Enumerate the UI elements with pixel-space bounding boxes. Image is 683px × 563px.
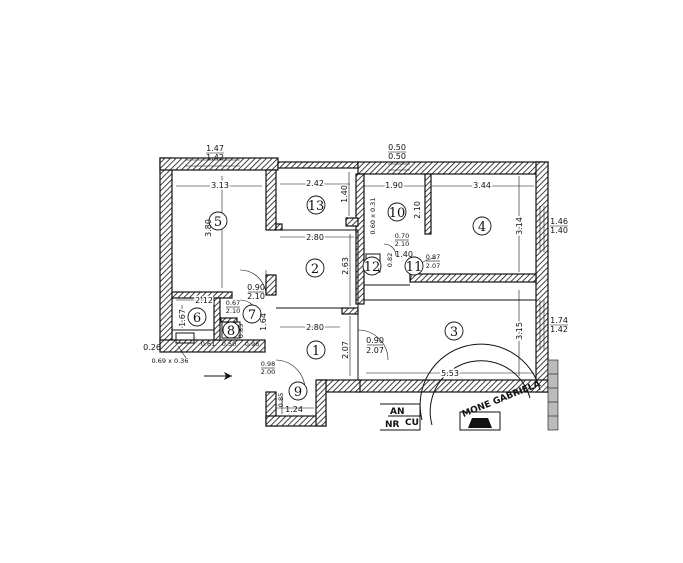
dim-right-win1-b: 1.40 (550, 226, 568, 235)
inner-lines (172, 159, 545, 380)
room-8-label: 8 (222, 321, 240, 339)
dim-right-win1-a: 1.46 (550, 217, 568, 226)
dim-bottom-a: 0.61 (201, 340, 215, 348)
svg-text:7: 7 (248, 308, 256, 323)
dim-r9-height: 0.85 (277, 393, 285, 407)
svg-text:9: 9 (294, 385, 302, 400)
svg-text:13: 13 (308, 199, 325, 214)
dim-r13-width: 2.42 (306, 179, 324, 188)
room-12-label: 12 (362, 256, 382, 276)
dim-right-win2-b: 1.42 (550, 325, 568, 334)
dim-r3-width: 5.53 (441, 369, 459, 378)
room-7-label: 7 (242, 304, 262, 324)
dim-door5-a: 0.90 (247, 283, 265, 292)
entry-arrow-icon (204, 372, 232, 380)
dim-left-edge: 0.26 (143, 343, 161, 352)
dim-right-win2-a: 1.74 (550, 316, 568, 325)
dim-r5-height: 3.80 (204, 219, 213, 237)
dim-r10-niche: 0.60 x 0.31 (369, 198, 377, 235)
dim-door3-a: 0.90 (366, 336, 384, 345)
walls (159, 157, 549, 427)
dimension-labels: 1.47 1.42 0.50 0.50 3.13 3.80 2.42 1.40 … (143, 143, 568, 414)
dim-bottom-c: 0.96 (245, 340, 259, 348)
dim-r10-width: 1.90 (385, 181, 403, 190)
dim-r4-height: 3.14 (515, 217, 524, 235)
svg-text:2: 2 (311, 262, 319, 277)
dim-door10-b: 2.10 (395, 240, 409, 248)
dim-door5-b: 2.10 (247, 292, 265, 301)
svg-text:6: 6 (193, 311, 201, 326)
dim-r4-width: 3.44 (473, 181, 491, 190)
dim-r6-width: 2.12 (195, 296, 213, 305)
svg-text:11: 11 (406, 260, 423, 275)
dim-door3-b: 2.07 (366, 346, 384, 355)
dim-entry-door-b: 2.00 (261, 368, 275, 376)
dim-door4-a: 0.87 (426, 253, 440, 261)
stamp-line-1: AN (390, 407, 405, 417)
room-5-label: 5 (208, 211, 228, 231)
dim-door4-b: 2.07 (426, 262, 440, 270)
stamp-line-2: CU (405, 418, 419, 428)
room-6-label: 6 (187, 307, 207, 327)
svg-text:8: 8 (227, 324, 235, 339)
room-13-label: 13 (306, 195, 326, 215)
room-11-label: 11 (404, 256, 424, 276)
dim-r1-width: 2.80 (306, 323, 324, 332)
dim-door10-a: 0.70 (395, 232, 409, 240)
dim-r7-height: 1.64 (259, 313, 268, 331)
svg-text:12: 12 (364, 260, 381, 275)
room-9-label: 9 (288, 381, 308, 401)
dim-r5-width: 3.13 (211, 181, 229, 190)
dim-r1-height: 2.07 (341, 341, 350, 359)
dim-r2-width-top: 2.80 (306, 233, 324, 242)
dim-top-right-win-a: 0.50 (388, 143, 406, 152)
dim-r6-height: 1.67 (178, 309, 187, 327)
dim-r9-width: 1.24 (285, 405, 303, 414)
dim-r11-width: 1.40 (395, 250, 413, 259)
dim-r3-height: 3.15 (515, 322, 524, 340)
room-1-label: 1 (306, 340, 326, 360)
room-10-label: 10 (387, 202, 407, 222)
dim-r8: 0.85 (237, 324, 245, 338)
dim-door7-a: 0.67 (226, 299, 240, 307)
room-4-label: 4 (472, 216, 492, 236)
dim-lines (176, 172, 534, 414)
svg-text:1: 1 (312, 344, 320, 359)
dim-r10-height: 2.10 (413, 201, 422, 219)
dim-r2-height: 2.63 (341, 257, 350, 275)
room-2-label: 2 (305, 258, 325, 278)
dim-top-right-win-b: 0.50 (388, 152, 406, 161)
room-3-label: 3 (444, 321, 464, 341)
svg-text:4: 4 (478, 220, 486, 235)
dim-door7-b: 2.10 (226, 307, 240, 315)
dim-bottom-b: 0.50 (222, 340, 236, 348)
dim-entry-door-a: 0.98 (261, 360, 275, 368)
dim-top-left-win-a: 1.47 (206, 144, 224, 153)
room-labels: 5 13 10 4 2 12 11 3 6 7 8 1 9 (187, 195, 492, 401)
dim-shaft: 0.69 x 0.36 (152, 357, 189, 365)
dim-top-left-win-b: 1.42 (206, 153, 224, 162)
svg-text:5: 5 (214, 215, 222, 230)
svg-text:10: 10 (389, 206, 406, 221)
dim-r12: 0.82 (386, 253, 394, 267)
stamp-line-3: NR (385, 420, 400, 430)
svg-text:3: 3 (450, 325, 458, 340)
dim-r13-height: 1.40 (340, 185, 349, 203)
